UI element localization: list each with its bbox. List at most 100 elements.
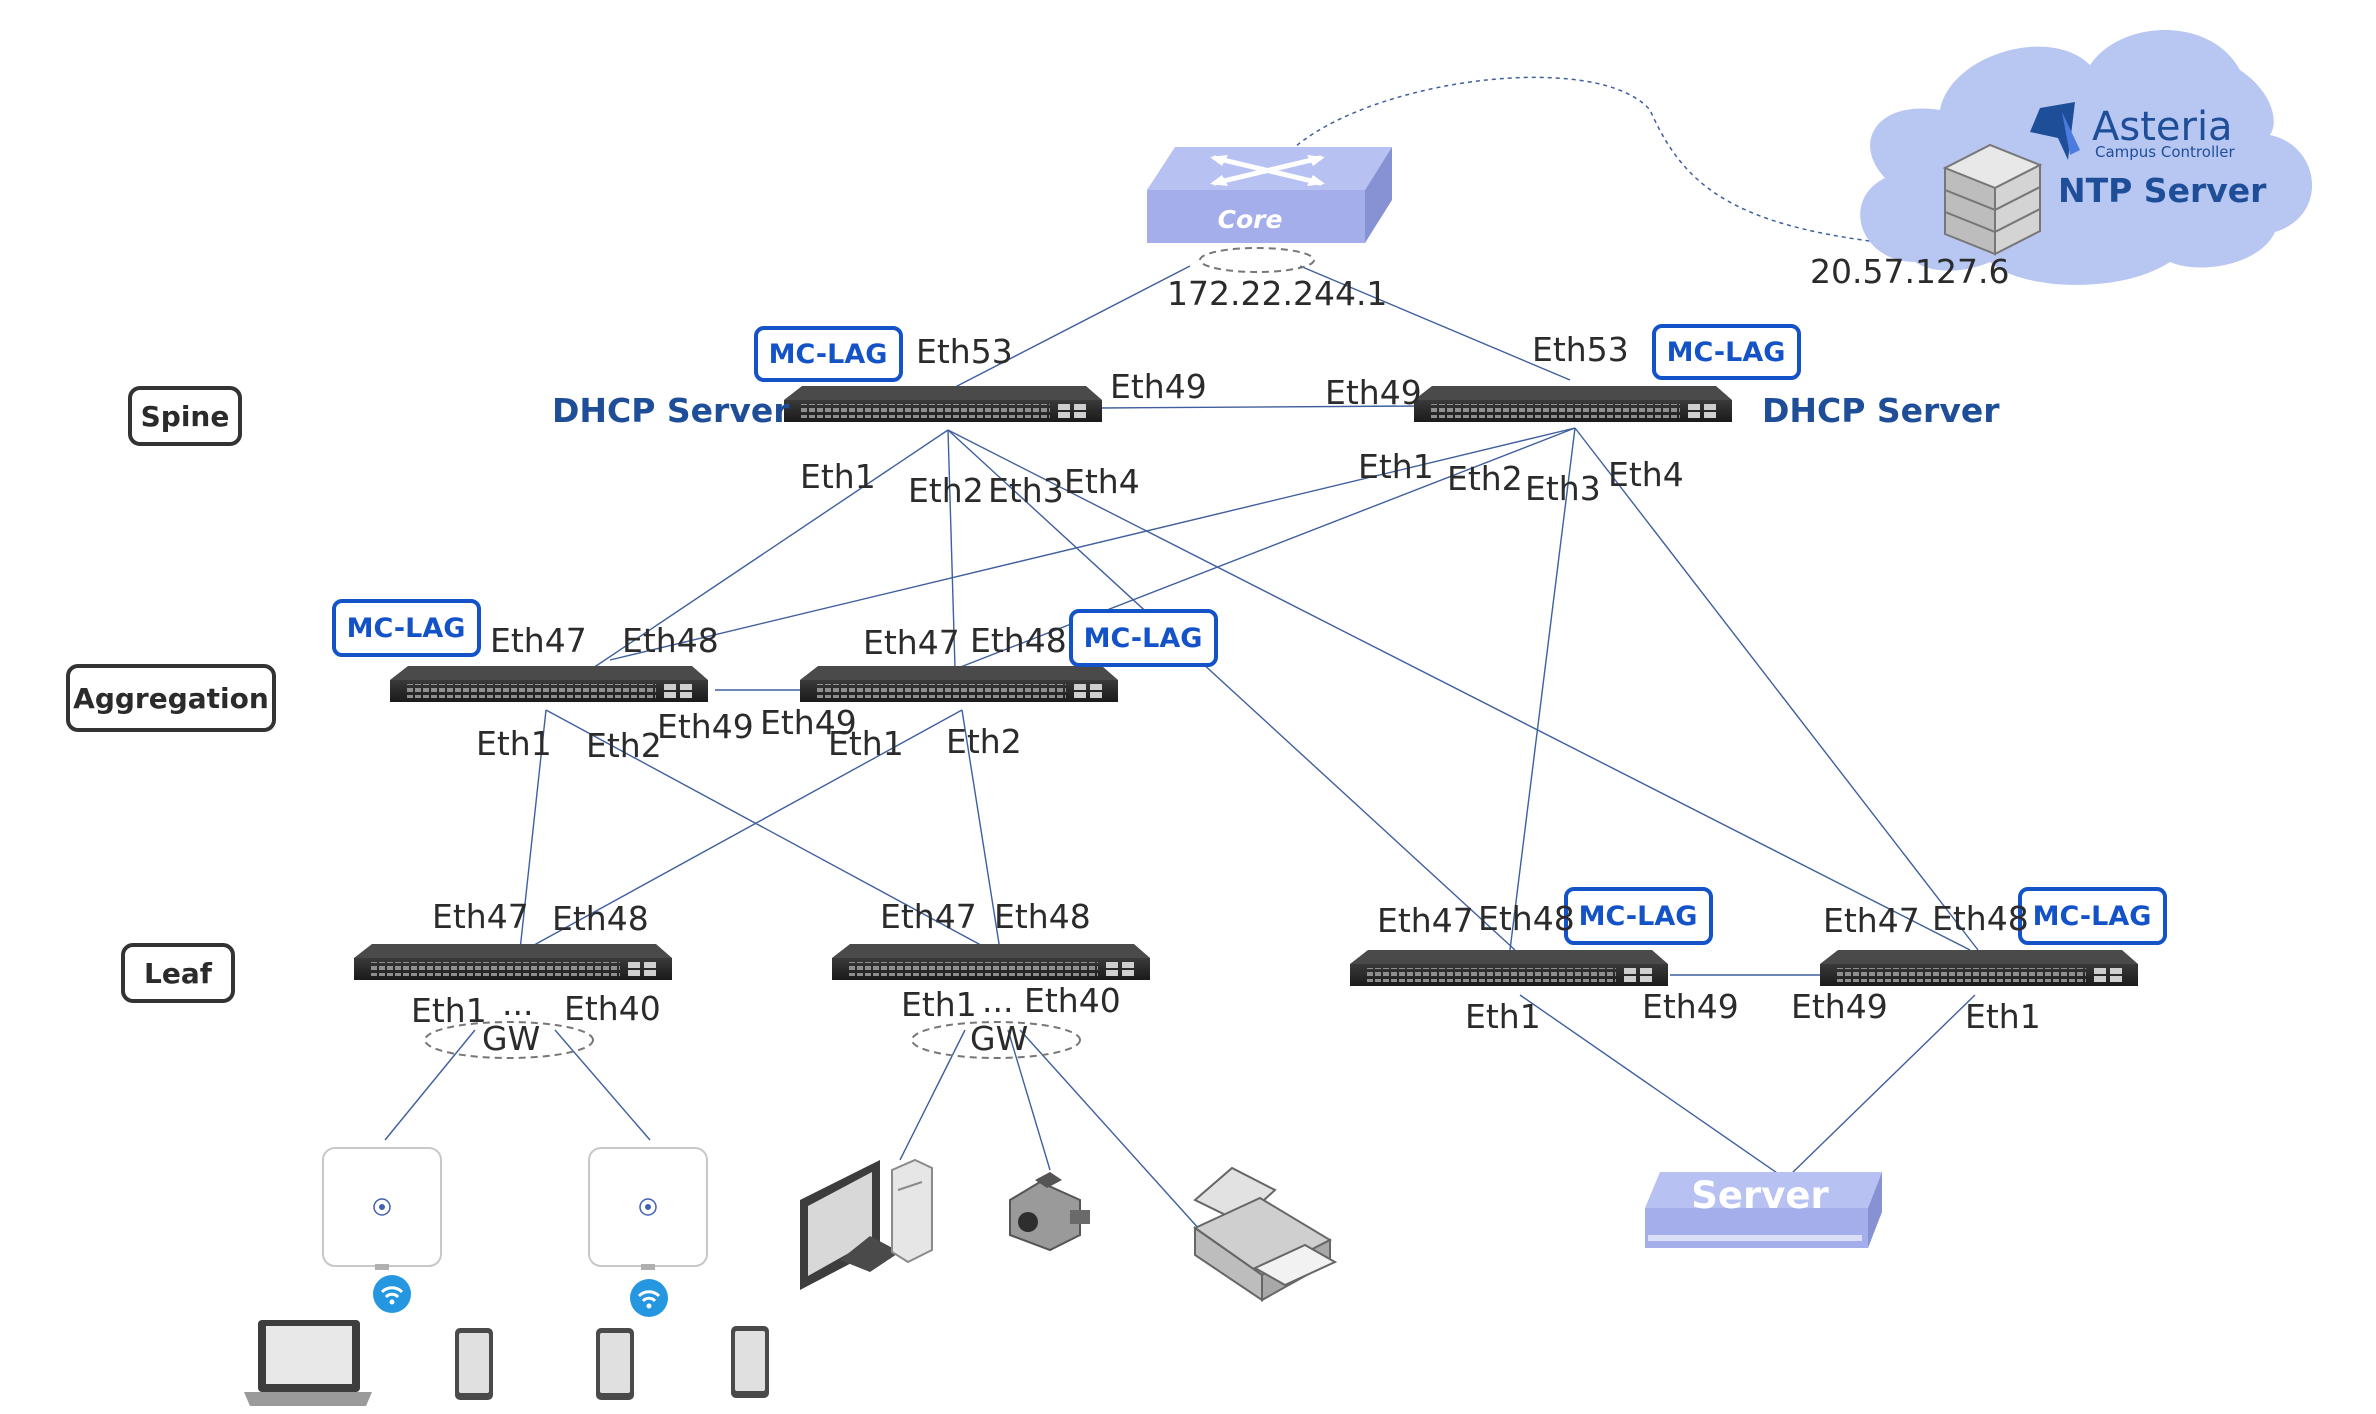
badge-text: MC-LAG — [2033, 901, 2152, 932]
port-label: Eth48 — [1478, 899, 1575, 938]
port-label: Eth47 — [1823, 901, 1920, 940]
badge-leaf3: MC-LAG — [1564, 887, 1713, 945]
aggregation-left-switch — [390, 666, 708, 702]
link-sr-leaf4 — [1574, 427, 1979, 951]
port-label: Eth53 — [1532, 330, 1629, 369]
link-leaf1-ap2 — [554, 1029, 651, 1141]
port-label: Eth48 — [970, 621, 1067, 660]
port-label: Eth49 — [1791, 987, 1888, 1026]
link-leaf4-server — [1789, 994, 1976, 1176]
spine-left-switch — [784, 386, 1102, 422]
port-label: Eth4 — [1608, 455, 1684, 494]
link-leaf2-desktop — [899, 1029, 966, 1161]
camera-icon — [1009, 1172, 1090, 1252]
badge-spine-left: MC-LAG — [754, 326, 903, 382]
port-label: Eth1 — [828, 724, 904, 763]
leaf3-switch — [1350, 950, 1668, 986]
link-sl-agg2 — [947, 429, 956, 669]
badge-text: MC-LAG — [1579, 901, 1698, 932]
port-label: Eth48 — [622, 621, 719, 660]
server-icon: Server — [1645, 1172, 1882, 1248]
port-label: Eth40 — [1024, 981, 1121, 1020]
leaf4-switch — [1820, 950, 2138, 986]
badge-spine-right: MC-LAG — [1652, 324, 1801, 380]
core-ip-label: 172.22.244.1 — [1167, 274, 1387, 313]
port-label: Eth1 — [1465, 997, 1541, 1036]
link-agg1-leaf1 — [519, 709, 547, 951]
port-label: Eth1 — [476, 724, 552, 763]
cloud-icon — [1860, 30, 2313, 285]
leaf2-gateway-ellipse — [911, 1021, 1081, 1059]
port-label: Eth1 — [800, 457, 876, 496]
server-stack-icon — [1942, 143, 2043, 256]
port-label: Eth2 — [908, 471, 984, 510]
gateway-label: GW — [970, 1019, 1028, 1058]
core-switch: Core — [1147, 147, 1392, 243]
port-label: ... — [982, 981, 1013, 1020]
port-label: Eth53 — [916, 332, 1013, 371]
link-sr-agg2 — [957, 427, 1576, 669]
port-label: Eth48 — [1932, 899, 2029, 938]
tier-aggregation-text: Aggregation — [73, 682, 269, 715]
link-agg2-leaf2 — [961, 709, 1001, 951]
port-label: Eth3 — [988, 471, 1064, 510]
core-label: Core — [1218, 205, 1283, 234]
link-leaf2-camera — [1007, 1029, 1051, 1171]
link-sr-leaf3 — [1509, 427, 1576, 951]
link-sr-agg1 — [609, 427, 1576, 661]
port-label: Eth49 — [1642, 987, 1739, 1026]
badge-leaf4: MC-LAG — [2018, 887, 2167, 945]
ntp-ip-label: 20.57.127.6 — [1810, 252, 2009, 291]
ntp-server-label: NTP Server — [2058, 171, 2267, 210]
port-label: Eth4 — [1064, 462, 1140, 501]
core-gateway-ellipse — [1199, 247, 1315, 273]
port-label: Eth47 — [863, 623, 960, 662]
port-label: Eth2 — [946, 722, 1022, 761]
badge-aggregation-right: MC-LAG — [1069, 609, 1218, 667]
port-label: Eth48 — [994, 897, 1091, 936]
access-point-icon — [322, 1147, 442, 1271]
port-label: Eth2 — [1447, 459, 1523, 498]
spine-right-switch — [1414, 386, 1732, 422]
port-label: Eth49 — [1110, 367, 1207, 406]
spine-left-role: DHCP Server — [552, 391, 790, 430]
link-leaf2-printer — [1019, 1029, 1201, 1231]
port-label: Eth40 — [564, 989, 661, 1028]
badge-text: MC-LAG — [347, 613, 466, 644]
port-label: Eth47 — [880, 897, 977, 936]
spine-right-role: DHCP Server — [1762, 391, 2000, 430]
port-label: Eth49 — [760, 703, 857, 742]
port-label: Eth47 — [490, 621, 587, 660]
leaf1-gateway-ellipse — [424, 1021, 594, 1059]
printer-icon — [1193, 1166, 1338, 1302]
link-core-spine-left — [929, 265, 1191, 401]
port-label: Eth48 — [552, 899, 649, 938]
desktop-computer-icon — [800, 1158, 933, 1290]
links — [384, 76, 2001, 1231]
phone-icon — [731, 1326, 769, 1398]
link-sl-leaf4 — [947, 429, 1971, 951]
asteria-logo-icon — [2030, 102, 2080, 160]
leaf1-switch — [354, 944, 672, 980]
gateway-label: GW — [482, 1019, 540, 1058]
brand-subtitle: Campus Controller — [2095, 143, 2236, 161]
link-core-spine-right — [1299, 265, 1571, 381]
port-label: Eth47 — [432, 897, 529, 936]
access-point-icon — [588, 1147, 708, 1271]
port-label: Eth3 — [1525, 469, 1601, 508]
port-label: Eth2 — [586, 726, 662, 765]
tier-label-leaf: Leaf — [121, 943, 235, 1003]
link-sl-leaf3 — [947, 429, 1516, 951]
server-label: Server — [1691, 1174, 1829, 1217]
network-switch-icon — [1212, 155, 1323, 186]
badge-text: MC-LAG — [1667, 337, 1786, 368]
laptop-icon — [244, 1320, 372, 1406]
port-label: Eth1 — [1358, 447, 1434, 486]
link-agg2-leaf1 — [524, 709, 963, 951]
port-label: Eth1 — [1965, 997, 2041, 1036]
link-spine-peer — [1099, 405, 1421, 409]
tier-leaf-text: Leaf — [144, 957, 213, 990]
aggregation-right-switch — [800, 666, 1118, 702]
tier-spine-text: Spine — [141, 400, 230, 433]
